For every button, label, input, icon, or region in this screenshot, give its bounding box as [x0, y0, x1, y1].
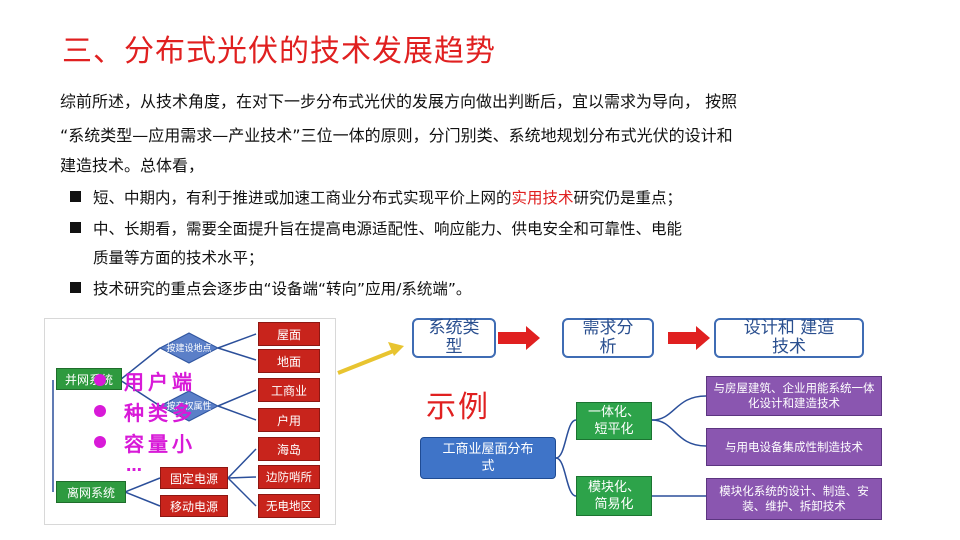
- user-end-label: 用户端: [124, 370, 196, 394]
- border-post-box: 边防哨所: [258, 465, 320, 489]
- off-grid-box: 离网系统: [56, 481, 126, 503]
- bullet-1: 短、中期内，有利于推进或加速工商业分布式实现平价上网的实用技术研究仍是重点；: [70, 186, 682, 208]
- commercial-box: 工商业: [258, 378, 320, 402]
- ellipsis-label: …: [126, 456, 146, 475]
- small-capacity-label: 容量小: [124, 432, 196, 456]
- mobile-power-box: 移动电源: [160, 495, 228, 517]
- intro-line-3: 建造技术。总体看，: [60, 156, 205, 175]
- island-box: 海岛: [258, 437, 320, 461]
- modular-branch: 模块化、简易化: [576, 476, 652, 516]
- bullet-2-line2: 质量等方面的技术水平；: [93, 249, 264, 267]
- detail-modular-system: 模块化系统的设计、制造、安装、维护、拆卸技术: [706, 478, 882, 520]
- bullet-1-pre: 短、中期内，有利于推进或加速工商业分布式实现平价上网的: [93, 189, 512, 207]
- bullet-3-text: 技术研究的重点会逐步由“设备端“转向”应用/系统端”。: [93, 280, 472, 298]
- grid-connected-box: 并网系统: [56, 368, 122, 390]
- intro-line-1: 综前所述，从技术角度，在对下一步分布式光伏的发展方向做出判断后，宜以需求为导向，…: [60, 92, 738, 111]
- many-types-label: 种类多: [124, 401, 196, 425]
- flow-system-type: 系统类型: [412, 318, 496, 358]
- bullet-2: 中、长期看，需要全面提升旨在提高电源适配性、响应能力、供电安全和可靠性、电能: [70, 217, 682, 239]
- bullet-square-icon: [70, 191, 81, 202]
- rooftop-box: 屋面: [258, 322, 320, 346]
- bullet-dot-icon: [94, 405, 106, 417]
- bullet-1-highlight: 实用技术: [511, 189, 574, 207]
- flow-demand-analysis: 需求分析: [562, 318, 654, 358]
- integration-branch: 一体化、短平化: [576, 402, 652, 440]
- bullet-square-icon: [70, 222, 81, 233]
- detail-building-integration: 与房屋建筑、企业用能系统一体化设计和建造技术: [706, 376, 882, 416]
- ground-box: 地面: [258, 349, 320, 373]
- example-label: 示例: [426, 390, 490, 425]
- intro-line-2: “系统类型—应用需求—产业技术”三位一体的原则，分门别类、系统地规划分布式光伏的…: [60, 126, 733, 145]
- bullet-3: 技术研究的重点会逐步由“设备端“转向”应用/系统端”。: [70, 277, 471, 299]
- slide-title: 三、分布式光伏的技术发展趋势: [62, 34, 496, 69]
- commercial-rooftop-box: 工商业屋面分布式: [420, 437, 556, 479]
- flow-design-construction: 设计和 建造技术: [714, 318, 864, 358]
- system-classification-diagram: [44, 318, 336, 525]
- by-site-label: 按建设地点: [166, 344, 212, 354]
- bullet-dot-icon: [94, 374, 106, 386]
- no-power-area-box: 无电地区: [258, 494, 320, 518]
- household-box: 户用: [258, 408, 320, 432]
- bullet-2-line1: 中、长期看，需要全面提升旨在提高电源适配性、响应能力、供电安全和可靠性、电能: [93, 220, 683, 238]
- bullet-1-post: 研究仍是重点；: [573, 189, 683, 207]
- bullet-square-icon: [70, 282, 81, 293]
- detail-device-integration: 与用电设备集成性制造技术: [706, 428, 882, 466]
- bullet-dot-icon: [94, 436, 106, 448]
- by-ownership-label: 按产权属性: [166, 402, 212, 412]
- fixed-power-box: 固定电源: [160, 467, 228, 489]
